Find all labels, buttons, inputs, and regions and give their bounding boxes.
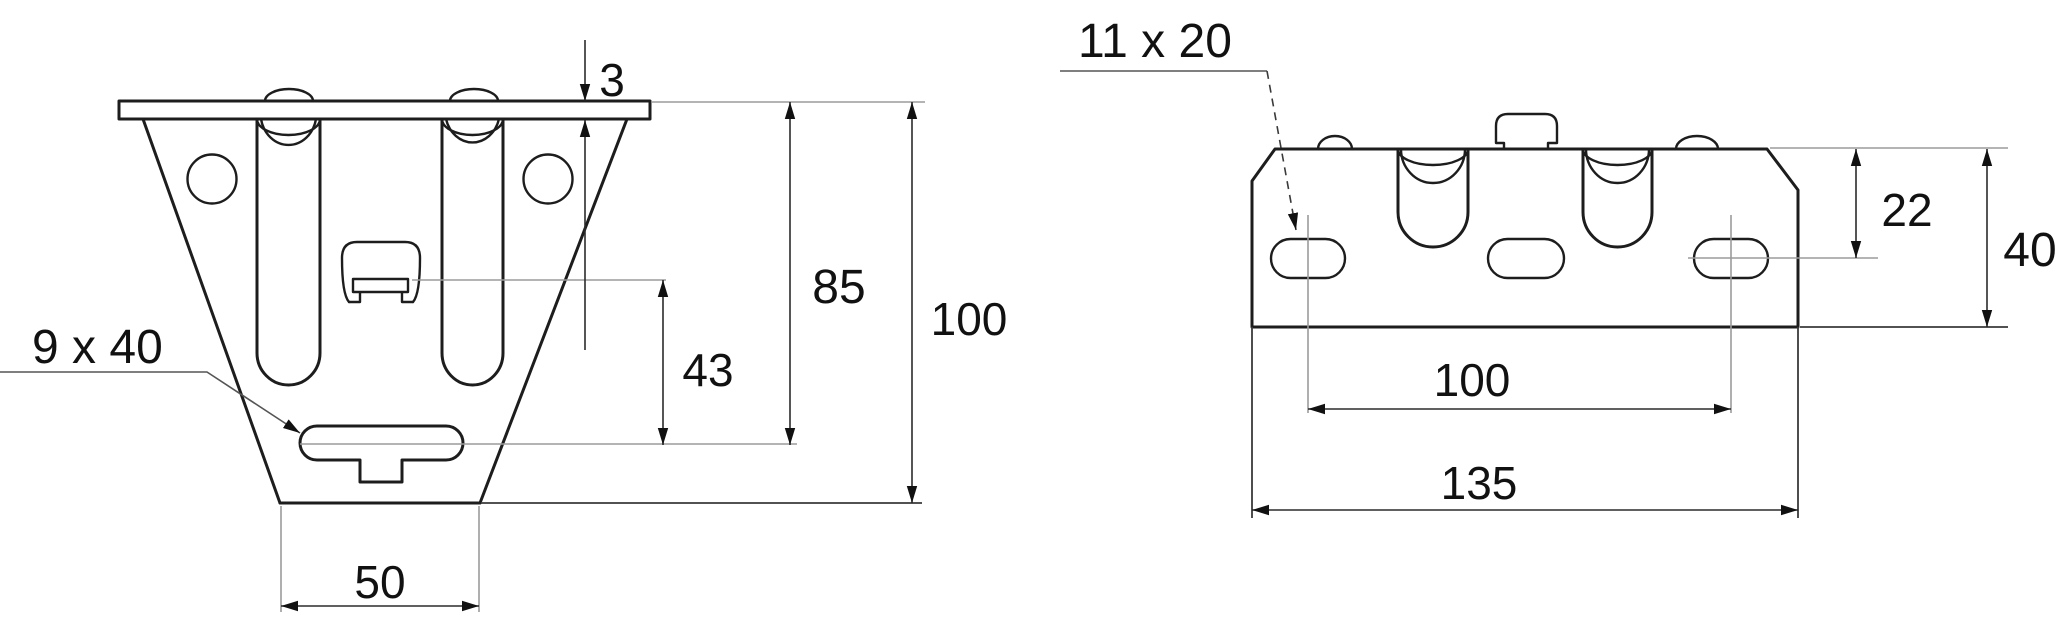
front-flange-plate xyxy=(117,99,652,121)
slot-11x20-label: 11 x 20 xyxy=(1078,15,1232,68)
front-bottom-slot xyxy=(298,424,465,484)
slot-9x40-label: 9 x 40 xyxy=(32,321,163,374)
dim-135-label: 135 xyxy=(1441,457,1518,509)
slot-9x40-leader-line xyxy=(0,371,301,434)
dim-100-spacing-label: 100 xyxy=(1434,354,1511,406)
side-middle-oval-slot xyxy=(1486,237,1566,280)
front-left-vertical-slot xyxy=(255,117,322,387)
front-view: 3 43 85 100 50 9 x 40 xyxy=(0,40,1007,612)
dim-22-label: 22 xyxy=(1881,184,1932,236)
front-left-bend-bump-arc xyxy=(263,87,315,103)
side-right-channel-bend-arc-2 xyxy=(1584,147,1651,185)
front-clip-slot-left-hook xyxy=(347,291,362,304)
dim-3-label: 3 xyxy=(599,54,625,106)
side-left-bend-bump-arc xyxy=(1316,134,1354,151)
front-left-slot-bend-arc-2 xyxy=(259,117,318,147)
front-right-vertical-slot xyxy=(440,117,505,387)
front-right-slot-bend-arc-2 xyxy=(444,117,501,144)
side-right-bend-bump-arc xyxy=(1674,134,1720,151)
front-right-slant-edge xyxy=(478,117,629,505)
front-clip-slot-right-hook xyxy=(400,291,415,304)
front-clip-slot-outline xyxy=(340,240,422,304)
dim-40-label: 40 xyxy=(2003,224,2056,277)
side-left-channel-bend-arc-2 xyxy=(1399,147,1467,185)
front-left-slant-edge xyxy=(141,117,282,505)
front-right-bend-bump-arc xyxy=(448,87,500,103)
side-clip-tab xyxy=(1494,112,1559,151)
front-left-round-hole xyxy=(186,153,238,205)
side-left-channel-bend-arc-1 xyxy=(1396,147,1470,167)
side-right-channel xyxy=(1581,147,1654,249)
side-view: 22 40 100 135 11 x 20 xyxy=(1060,15,2057,518)
side-left-channel xyxy=(1396,147,1470,249)
side-right-channel-bend-arc-1 xyxy=(1581,147,1654,167)
front-right-round-hole xyxy=(522,153,574,205)
dim-50-label: 50 xyxy=(354,556,405,608)
front-right-slot-bend-arc-1 xyxy=(440,117,505,137)
dim-85-label: 85 xyxy=(812,261,865,314)
front-left-slot-bend-arc-1 xyxy=(255,117,322,137)
front-clip-tab-bar xyxy=(351,277,410,294)
dim-100-height-label: 100 xyxy=(931,293,1008,345)
dim-43-label: 43 xyxy=(682,344,733,396)
